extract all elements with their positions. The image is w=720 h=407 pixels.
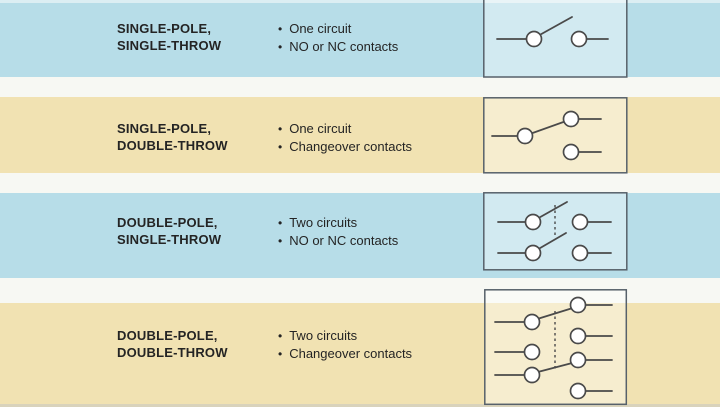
title-line: SINGLE-POLE,	[117, 21, 212, 36]
row-bullets-dpst: Two circuits NO or NC contacts	[278, 214, 398, 250]
row-title-spdt: SINGLE-POLE, DOUBLE-THROW	[117, 120, 228, 154]
title-line: DOUBLE-THROW	[117, 345, 228, 360]
dpst-switch-symbol-icon	[483, 192, 628, 271]
top-edge-strip	[0, 0, 720, 3]
bullet-item: Two circuits	[278, 214, 398, 232]
bullet-item: One circuit	[278, 120, 412, 138]
row-title-spst: SINGLE-POLE, SINGLE-THROW	[117, 20, 221, 54]
row-bullets-dpdt: Two circuits Changeover contacts	[278, 327, 412, 363]
row-bullets-spst: One circuit NO or NC contacts	[278, 20, 398, 56]
title-line: DOUBLE-POLE,	[117, 328, 218, 343]
bullet-item: Changeover contacts	[278, 138, 412, 156]
spdt-circuit	[491, 110, 602, 161]
spst-switch-symbol-icon	[483, 0, 628, 78]
bullet-item: NO or NC contacts	[278, 38, 398, 56]
symbol-box	[484, 289, 628, 406]
title-line: SINGLE-THROW	[117, 38, 222, 53]
dpdt-circuit	[494, 296, 613, 400]
row-title-dpst: DOUBLE-POLE, SINGLE-THROW	[117, 214, 221, 248]
title-line: DOUBLE-POLE,	[117, 215, 218, 230]
dpdt-switch-symbol-icon	[484, 289, 628, 406]
row-bullets-spdt: One circuit Changeover contacts	[278, 120, 412, 156]
bottom-edge-strip	[0, 404, 720, 407]
bullet-item: Two circuits	[278, 327, 412, 345]
bullet-item: Changeover contacts	[278, 345, 412, 363]
dpst-circuit	[497, 201, 612, 262]
title-line: DOUBLE-THROW	[117, 138, 228, 153]
title-line: SINGLE-THROW	[117, 232, 222, 247]
title-line: SINGLE-POLE,	[117, 121, 212, 136]
spst-circuit	[496, 16, 609, 48]
bullet-item: NO or NC contacts	[278, 232, 398, 250]
bullet-item: One circuit	[278, 20, 398, 38]
symbol-box	[483, 192, 628, 271]
spdt-switch-symbol-icon	[483, 97, 628, 174]
row-title-dpdt: DOUBLE-POLE, DOUBLE-THROW	[117, 327, 228, 361]
